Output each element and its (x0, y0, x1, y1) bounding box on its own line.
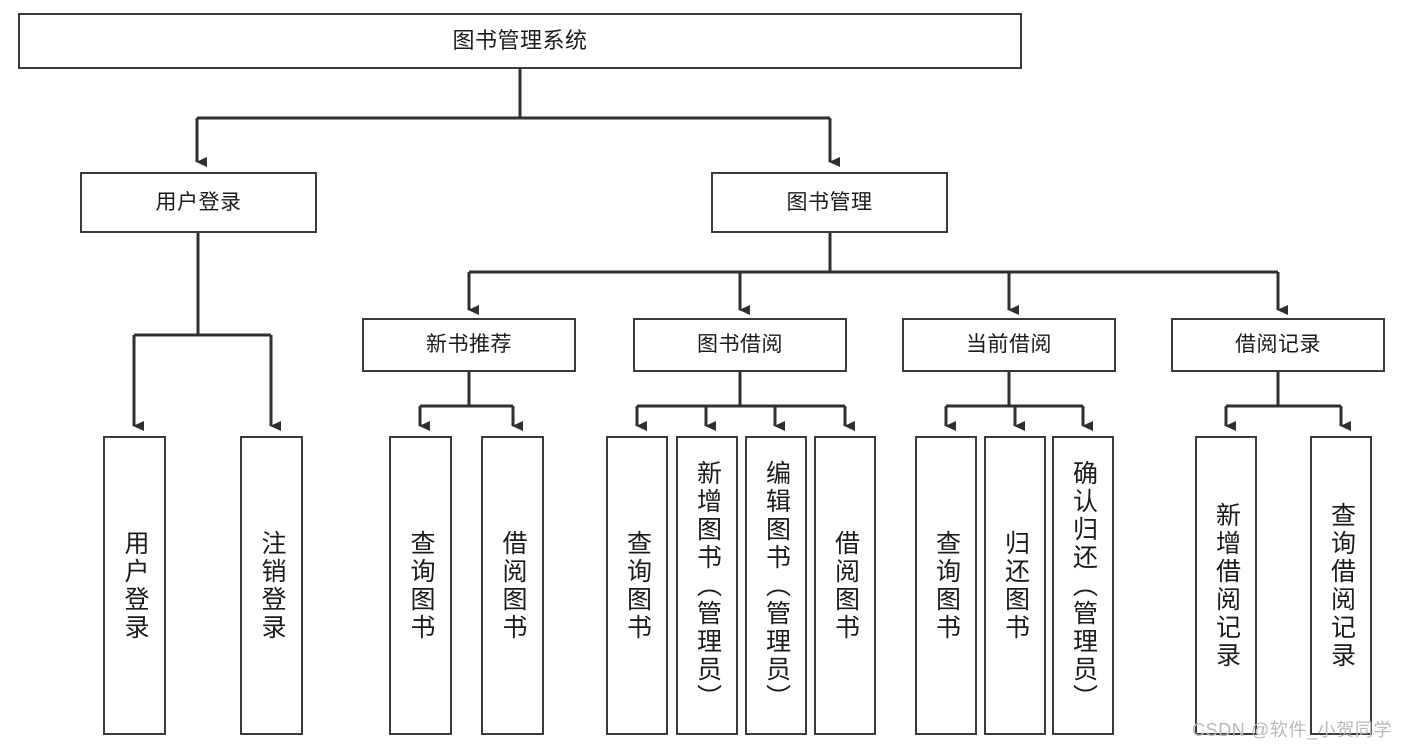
node-label: 用户登录 (121, 529, 149, 642)
node-label: 借阅记录 (1235, 333, 1321, 357)
leaf-currentborrow-return-book[interactable]: 归还图书 (984, 436, 1046, 735)
node-label: 查询图书 (932, 529, 961, 642)
leaf-bookborrow-add-book-admin[interactable]: 新增图书（管理员） (676, 436, 738, 735)
node-root-book-management-system[interactable]: 图书管理系统 (18, 13, 1022, 69)
node-label: 新增图书（管理员） (693, 459, 722, 712)
node-label: 用户登录 (155, 190, 242, 214)
leaf-logout[interactable]: 注销登录 (240, 436, 303, 735)
node-label: 编辑图书（管理员） (762, 459, 791, 712)
node-label: 借阅图书 (831, 529, 860, 642)
leaf-user-login[interactable]: 用户登录 (103, 436, 166, 735)
node-label: 图书管理系统 (452, 27, 588, 53)
node-label: 图书管理 (786, 190, 873, 214)
leaf-newbook-borrow-book[interactable]: 借阅图书 (481, 436, 544, 735)
leaf-bookborrow-query-book[interactable]: 查询图书 (606, 436, 668, 735)
node-label: 新增借阅记录 (1212, 501, 1241, 670)
node-current-borrow[interactable]: 当前借阅 (902, 318, 1116, 372)
node-label: 归还图书 (1001, 529, 1030, 642)
leaf-bookborrow-edit-book-admin[interactable]: 编辑图书（管理员） (745, 436, 807, 735)
node-borrow-record[interactable]: 借阅记录 (1171, 318, 1385, 372)
node-label: 查询借阅记录 (1327, 501, 1356, 670)
node-book-management[interactable]: 图书管理 (711, 172, 948, 233)
leaf-newbook-query-book[interactable]: 查询图书 (389, 436, 452, 735)
node-label: 查询图书 (623, 529, 652, 642)
node-user-login[interactable]: 用户登录 (80, 172, 317, 233)
node-label: 查询图书 (407, 529, 435, 642)
node-label: 当前借阅 (966, 333, 1052, 357)
node-label: 确认归还（管理员） (1069, 459, 1098, 712)
leaf-currentborrow-query-book[interactable]: 查询图书 (915, 436, 977, 735)
leaf-bookborrow-borrow-book[interactable]: 借阅图书 (814, 436, 876, 735)
leaf-borrowrecord-add-record[interactable]: 新增借阅记录 (1195, 436, 1257, 735)
node-label: 图书借阅 (697, 333, 783, 357)
node-book-borrow[interactable]: 图书借阅 (633, 318, 847, 372)
node-label: 借阅图书 (499, 529, 527, 642)
node-label: 新书推荐 (426, 333, 512, 357)
leaf-currentborrow-confirm-return-admin[interactable]: 确认归还（管理员） (1052, 436, 1114, 735)
leaf-borrowrecord-query-record[interactable]: 查询借阅记录 (1310, 436, 1372, 735)
node-label: 注销登录 (258, 529, 286, 642)
node-new-book-recommend[interactable]: 新书推荐 (362, 318, 576, 372)
